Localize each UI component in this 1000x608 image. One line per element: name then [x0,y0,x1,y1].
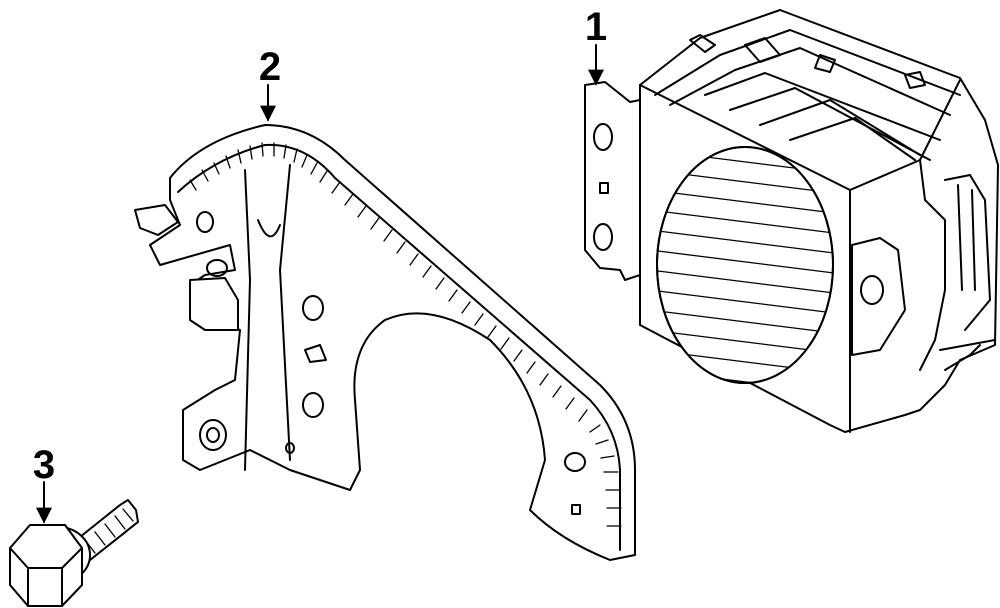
callout-label-1: 1 [585,5,607,49]
bolt-part [9,499,139,607]
bracket-part [134,124,636,561]
callout-label-3: 3 [33,443,55,487]
callout-label-2: 2 [259,45,281,89]
module-part [584,9,999,433]
